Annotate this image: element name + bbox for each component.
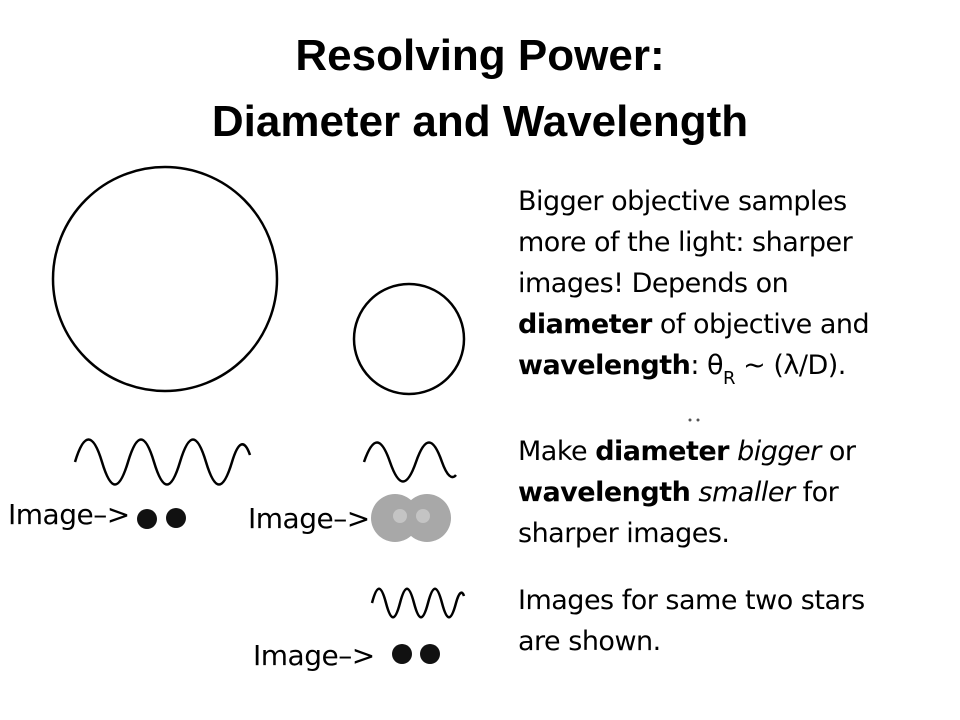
term-bigger: bigger: [729, 436, 821, 467]
term-wavelength: wavelength: [518, 477, 691, 508]
text-line: Make diameter bigger or: [518, 431, 856, 472]
text-line: Images for same two stars: [518, 585, 865, 616]
small-objective-circle: [352, 282, 466, 396]
wave-long-left: [73, 438, 252, 486]
text-line: Bigger objective samples: [518, 186, 847, 217]
text-line: wavelength smaller for: [518, 472, 855, 513]
text-fragment: : θ: [690, 350, 724, 381]
explanation-paragraph: Bigger objective samples more of the lig…: [518, 181, 870, 399]
term-wavelength: wavelength: [518, 350, 691, 381]
text-line: more of the light: sharper: [518, 227, 853, 258]
wave-long-center: [362, 441, 457, 483]
large-objective-circle: [51, 165, 279, 393]
term-diameter: diameter: [595, 436, 730, 467]
text-line: wavelength: θR ~ (λ/D).: [518, 345, 869, 399]
image-arrow-label-1: Image–>: [8, 498, 130, 531]
text-fragment: Make: [518, 436, 596, 467]
term-diameter: diameter: [518, 309, 652, 340]
resolved-stars-large-objective: [137, 508, 186, 529]
resolved-stars-short-wavelength: [392, 644, 440, 664]
text-fragment: for: [794, 477, 839, 508]
note-paragraph: Images for same two stars are shown.: [518, 580, 865, 662]
resolution-formula: ~ (λ/D).: [735, 350, 846, 381]
image-arrow-label-3: Image–>: [253, 639, 375, 672]
text-fragment: of objective and: [651, 309, 870, 340]
slide-title-line-2: Diameter and Wavelength: [211, 97, 749, 146]
wave-short-center: [370, 587, 466, 619]
slide-title-line-1: Resolving Power:: [295, 31, 665, 80]
text-line: sharper images.: [518, 518, 730, 549]
image-arrow-label-2: Image–>: [248, 502, 370, 535]
text-line: diameter of objective and: [518, 304, 870, 345]
advice-paragraph: Make diameter bigger or wavelength small…: [518, 431, 856, 554]
artifact-dot: [688, 418, 692, 422]
theta-subscript: R: [723, 368, 736, 389]
blurred-stars-small-objective: [371, 494, 451, 542]
artifact-dot: [696, 418, 700, 422]
text-fragment: or: [820, 436, 856, 467]
term-smaller: smaller: [690, 477, 795, 508]
text-line: images! Depends on: [518, 268, 789, 299]
text-line: are shown.: [518, 626, 661, 657]
